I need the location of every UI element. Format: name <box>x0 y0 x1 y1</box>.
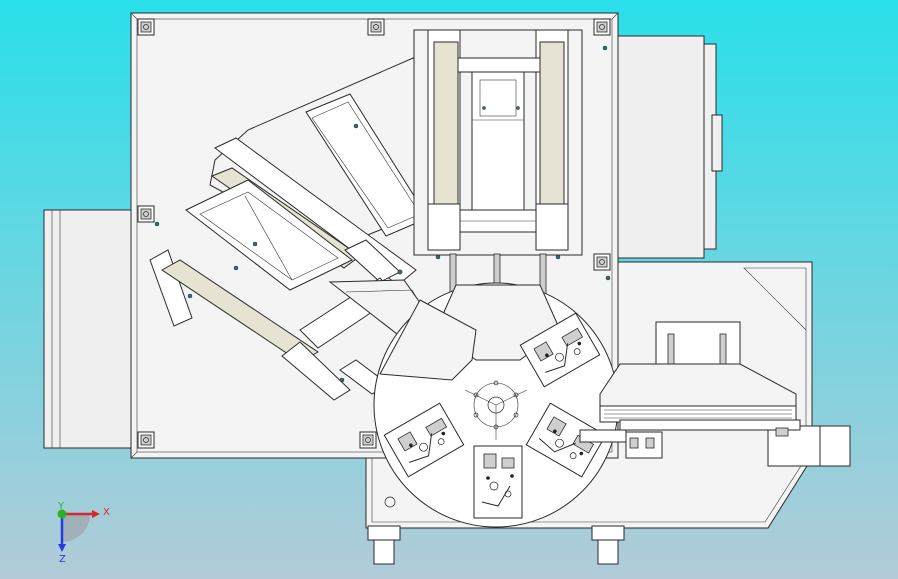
left-motor-housing <box>43 209 135 449</box>
y-axis-label: Y <box>57 501 65 512</box>
triad-plane-icon <box>62 514 90 542</box>
x-axis-label: X <box>103 507 110 518</box>
top-gripper-assembly <box>413 29 583 305</box>
corner-brackets <box>137 18 611 449</box>
coordinate-triad: X Y Z <box>57 501 110 565</box>
machine-feet <box>367 525 625 565</box>
right-motor-housing <box>613 35 723 259</box>
workpiece-fixtures <box>383 312 607 519</box>
press-station <box>579 321 801 459</box>
x-axis-arrowhead <box>92 510 100 518</box>
y-axis-dot <box>57 509 67 519</box>
z-axis-arrowhead <box>58 544 66 552</box>
mounting-bolts <box>154 45 611 383</box>
z-axis-label: Z <box>59 554 66 565</box>
